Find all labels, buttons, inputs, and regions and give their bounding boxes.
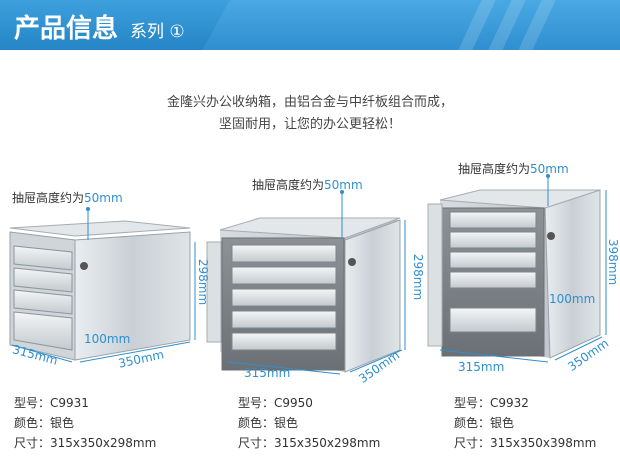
spec-size-value: 315x350x298mm (50, 436, 157, 450)
cabinet-c9950 (206, 217, 401, 373)
cabinet-c9931 (9, 220, 191, 361)
spec-model-value: C9950 (274, 396, 313, 410)
spec-model-row: 型号：C9932 (454, 393, 596, 413)
spec-model-value: C9931 (50, 396, 89, 410)
spec-color-value: 银色 (50, 416, 75, 430)
spec-color-label: 颜色： (14, 416, 51, 430)
dim-height-2a: 298mm (196, 258, 211, 306)
dim-depth-3: 315mm (458, 360, 505, 374)
dimension-lines (11, 176, 607, 375)
description-line-1: 金隆兴办公收纳箱，由铝合金与中纤板组合而成， (166, 95, 453, 110)
spec-size-label: 尺寸： (454, 436, 491, 450)
drawer-height-value: 50mm (324, 178, 363, 192)
product-spec-c9932: 型号：C9932 颜色：银色 尺寸：315x350x398mm (454, 393, 596, 453)
spec-color-value: 银色 (274, 416, 299, 430)
spec-color-row: 颜色：银色 (238, 413, 380, 433)
page-subtitle: 系列 ① (130, 22, 185, 42)
spec-model-row: 型号：C9931 (14, 393, 156, 413)
spec-color-value: 银色 (490, 416, 515, 430)
drawer-height-label-1: 抽屉高度约为50mm (12, 189, 123, 206)
spec-size-value: 315x350x398mm (490, 436, 597, 450)
cabinet-c9932 (427, 189, 601, 359)
spec-model-label: 型号： (454, 396, 491, 410)
spec-color-row: 颜色：银色 (14, 413, 156, 433)
spec-model-value: C9932 (490, 396, 529, 410)
header-banner: 产品信息 系列 ① (0, 0, 620, 50)
page-title: 产品信息 (14, 14, 119, 44)
spec-model-label: 型号： (238, 396, 275, 410)
drawer-height-prefix: 抽屉高度约为 (252, 178, 325, 192)
product-description: 金隆兴办公收纳箱，由铝合金与中纤板组合而成， 坚固耐用，让您的办公更轻松！ (0, 92, 620, 136)
dim-height-2b: 298mm (411, 253, 426, 301)
drawer-height-prefix: 抽屉高度约为 (458, 162, 531, 176)
drawer-height-prefix: 抽屉高度约为 (12, 191, 85, 205)
drawer-height-label-3: 抽屉高度约为50mm (458, 160, 569, 177)
spec-size-row: 尺寸：315x350x398mm (454, 433, 596, 453)
spec-size-row: 尺寸：315x350x298mm (14, 433, 156, 453)
dim-drawer-3: 100mm (549, 292, 596, 306)
description-line-2: 坚固耐用，让您的办公更轻松！ (218, 117, 401, 132)
dim-drawer-1: 100mm (84, 332, 131, 346)
drawer-height-value: 50mm (84, 191, 123, 205)
spec-color-row: 颜色：银色 (454, 413, 596, 433)
spec-size-label: 尺寸： (14, 436, 51, 450)
dim-height-3: 398mm (606, 238, 620, 286)
drawer-height-value: 50mm (530, 162, 569, 176)
spec-model-label: 型号： (14, 396, 51, 410)
product-spec-c9931: 型号：C9931 颜色：银色 尺寸：315x350x298mm (14, 393, 156, 453)
spec-model-row: 型号：C9950 (238, 393, 380, 413)
dim-depth-2: 315mm (244, 366, 291, 380)
spec-size-value: 315x350x298mm (274, 436, 381, 450)
drawer-height-label-2: 抽屉高度约为50mm (252, 176, 363, 193)
product-spec-c9950: 型号：C9950 颜色：银色 尺寸：315x350x298mm (238, 393, 380, 453)
header-wedge (0, 0, 230, 50)
spec-color-label: 颜色： (454, 416, 491, 430)
spec-size-label: 尺寸： (238, 436, 275, 450)
dimension-markers (86, 174, 550, 211)
spec-size-row: 尺寸：315x350x298mm (238, 433, 380, 453)
spec-color-label: 颜色： (238, 416, 275, 430)
